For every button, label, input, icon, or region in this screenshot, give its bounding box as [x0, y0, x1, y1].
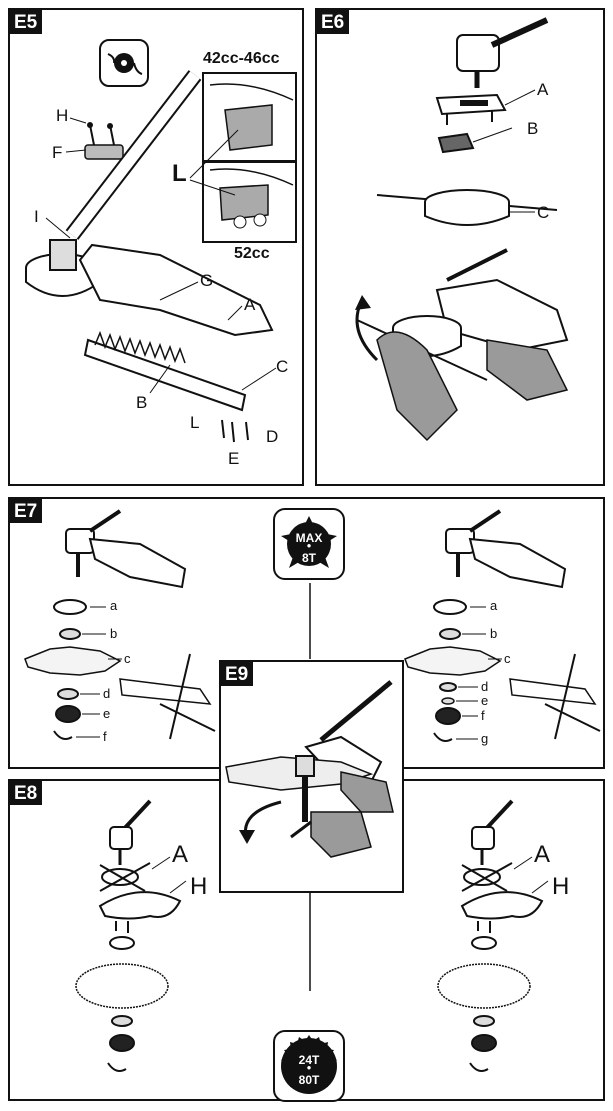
trimmer-line-head-icon — [99, 39, 149, 87]
label-c-left: c — [124, 651, 131, 666]
label-B: B — [527, 119, 539, 138]
label-G: G — [200, 271, 214, 290]
4-tooth-blade-icon — [281, 516, 337, 568]
engine-label-42-46cc: 42cc-46cc — [203, 50, 280, 67]
blade-tightening-drawing — [225, 680, 394, 858]
badge-line1: MAX — [295, 531, 323, 545]
label-c-right: c — [504, 651, 511, 666]
badge-dot: ● — [306, 1063, 312, 1072]
label-a-left: a — [110, 598, 118, 613]
label-H-right: H — [552, 873, 570, 900]
label-I: I — [34, 207, 39, 226]
blade-assembly-drawing — [24, 509, 601, 742]
label-a-right: a — [490, 598, 498, 613]
badge-line2: 80T — [298, 1073, 320, 1087]
label-e-left: e — [103, 706, 111, 721]
label-C: C — [276, 357, 289, 376]
label-L: L — [190, 413, 200, 432]
panel-tag: E6 — [317, 10, 350, 34]
label-b-left: b — [110, 626, 118, 641]
panel-tag: E5 — [10, 10, 43, 34]
panel-e6: E6 A B C — [315, 8, 605, 486]
label-H: H — [56, 106, 69, 125]
guard-assembly-drawing — [25, 39, 297, 443]
label-b-right: b — [490, 626, 498, 641]
label-g-right: g — [481, 731, 489, 746]
label-f-right: f — [481, 708, 485, 723]
label-d-left: d — [103, 686, 111, 701]
label-D: D — [266, 427, 279, 446]
label-A: A — [244, 295, 256, 314]
engine-label-52cc: 52cc — [234, 245, 270, 262]
label-f-left: f — [103, 729, 107, 744]
label-A-left: A — [172, 841, 189, 868]
label-H-left: H — [190, 873, 208, 900]
badge-line2: 8T — [301, 551, 316, 565]
label-L-inset: L — [172, 160, 187, 187]
badge-dot: ● — [306, 541, 312, 550]
panel-e9: E9 — [219, 660, 404, 893]
label-C: C — [537, 203, 550, 222]
saw-blade-icon — [281, 1035, 337, 1094]
line-head-assembly-drawing — [355, 17, 569, 442]
label-B: B — [136, 393, 148, 412]
badge-line1: 24T — [298, 1053, 320, 1067]
label-E: E — [228, 449, 240, 468]
24t-80t-blade-badge: 24T ● 80T — [273, 1030, 345, 1102]
label-A: A — [537, 80, 549, 99]
label-F: F — [52, 143, 63, 162]
label-A-right: A — [534, 841, 551, 868]
label-d-right: d — [481, 679, 489, 694]
panel-tag: E8 — [10, 781, 43, 805]
panel-e5: E5 — [8, 8, 304, 486]
max-8t-blade-badge: MAX ● 8T — [273, 508, 345, 580]
panel-tag: E9 — [221, 662, 254, 686]
panel-tag: E7 — [10, 499, 43, 523]
label-e-right: e — [481, 693, 489, 708]
